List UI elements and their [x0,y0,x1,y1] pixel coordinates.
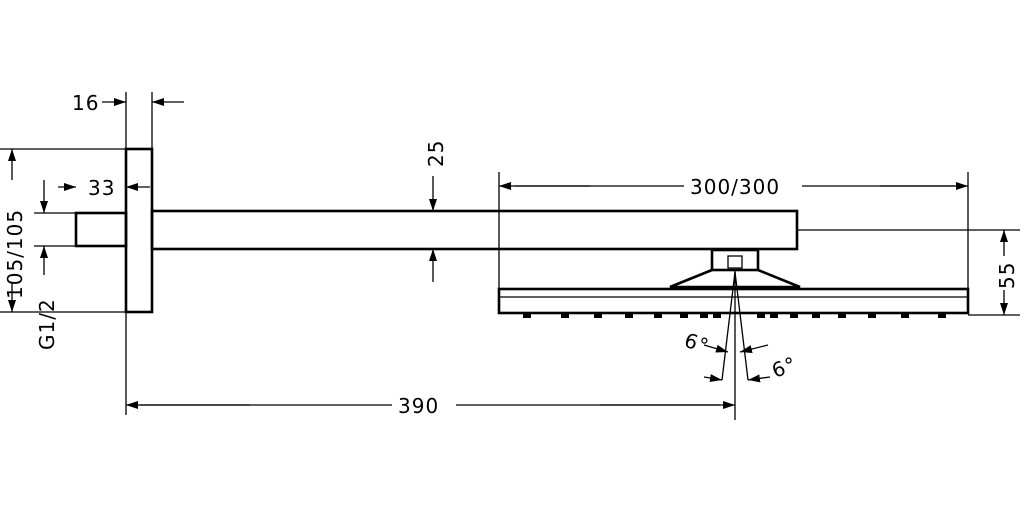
dim-wall-offset: 33 [58,176,150,200]
thread-connector [74,211,128,248]
nozzle [700,314,708,318]
dim-total-length: 390 [126,394,735,418]
dim-head-size: 300/300 [499,175,968,199]
nozzle [901,314,909,318]
dim-label-300: 300/300 [690,175,780,199]
nozzle [812,314,820,318]
dim-spray-angles: 6° 6° [681,328,799,383]
nozzle [757,314,765,318]
shower-assembly [74,147,970,318]
dim-label-16: 16 [72,91,99,115]
shower-arm [150,209,799,251]
shower-head [497,287,970,315]
dim-label-angle-right: 6° [769,352,800,383]
nozzle [790,314,798,318]
nozzle [680,314,688,318]
nozzle [523,314,531,318]
nozzle [713,314,721,318]
dim-label-390: 390 [398,394,439,418]
nozzle [838,314,846,318]
nozzle [561,314,569,318]
dim-label-angle-left: 6° [681,328,712,358]
nozzle [625,314,633,318]
nozzle [654,314,662,318]
nozzle [594,314,602,318]
dim-arm-height: 25 [424,140,448,282]
dim-thread: G1/2 [35,180,59,350]
nozzle-row [523,314,946,318]
swivel-nut [727,255,743,269]
dim-head-height: 55 [995,230,1019,315]
swivel-joint [710,248,760,272]
dim-label-55: 55 [995,262,1019,289]
dim-label-25: 25 [424,140,448,167]
dim-label-g12: G1/2 [35,298,59,350]
dim-label-33: 33 [88,176,115,200]
nozzle [938,314,946,318]
dim-label-105: 105/105 [3,209,27,299]
wall-flange [124,147,154,314]
nozzle [770,314,778,318]
dim-flange-thickness: 16 [72,91,184,115]
nozzle [868,314,876,318]
dim-flange-size: 105/105 [3,149,27,312]
